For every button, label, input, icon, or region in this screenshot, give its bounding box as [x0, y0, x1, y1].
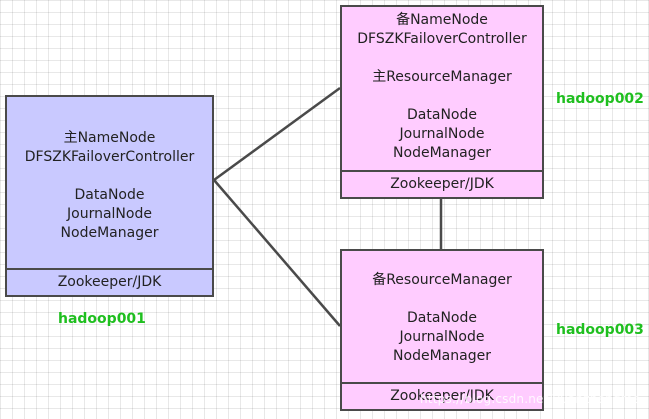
node-hadoop003-box: 备ResourceManager DataNode JournalNode No… — [340, 249, 544, 411]
service-label: NodeManager — [393, 348, 491, 364]
node-hadoop003-services: 备ResourceManager DataNode JournalNode No… — [342, 271, 542, 366]
node-hadoop001-footer: Zookeeper/JDK — [7, 268, 212, 295]
service-label: DataNode — [74, 187, 145, 203]
service-label: JournalNode — [67, 206, 152, 222]
service-label: JournalNode — [399, 329, 485, 345]
service-label: JournalNode — [399, 126, 485, 142]
connector-001-002 — [213, 86, 341, 182]
service-label: DataNode — [407, 310, 477, 326]
service-label: DataNode — [407, 107, 477, 123]
service-label: 备ResourceManager — [372, 272, 512, 288]
service-label: NodeManager — [60, 225, 159, 241]
service-label: 主ResourceManager — [372, 69, 512, 85]
node-hadoop003-footer: Zookeeper/JDK — [342, 382, 542, 409]
node-hadoop002-services: 备NameNode DFSZKFailoverController 主Resou… — [342, 11, 542, 163]
service-label: DFSZKFailoverController — [357, 31, 527, 47]
connector-001-003 — [213, 179, 341, 327]
service-label: NodeManager — [393, 145, 491, 161]
service-label: 主NameNode — [63, 130, 156, 146]
node-hadoop002-footer: Zookeeper/JDK — [342, 170, 542, 197]
host-label-hadoop003: hadoop003 — [556, 322, 644, 338]
service-label: 备NameNode — [396, 12, 488, 28]
watermark-text: https://blog.csdn.net/yuanzhengme — [420, 392, 641, 406]
node-hadoop001-box: 主NameNode DFSZKFailoverController DataNo… — [5, 95, 214, 297]
host-label-hadoop001: hadoop001 — [58, 311, 146, 327]
node-hadoop002-box: 备NameNode DFSZKFailoverController 主Resou… — [340, 5, 544, 199]
service-label: DFSZKFailoverController — [24, 149, 195, 165]
host-label-hadoop002: hadoop002 — [556, 91, 644, 107]
node-hadoop001-services: 主NameNode DFSZKFailoverController DataNo… — [7, 129, 212, 243]
